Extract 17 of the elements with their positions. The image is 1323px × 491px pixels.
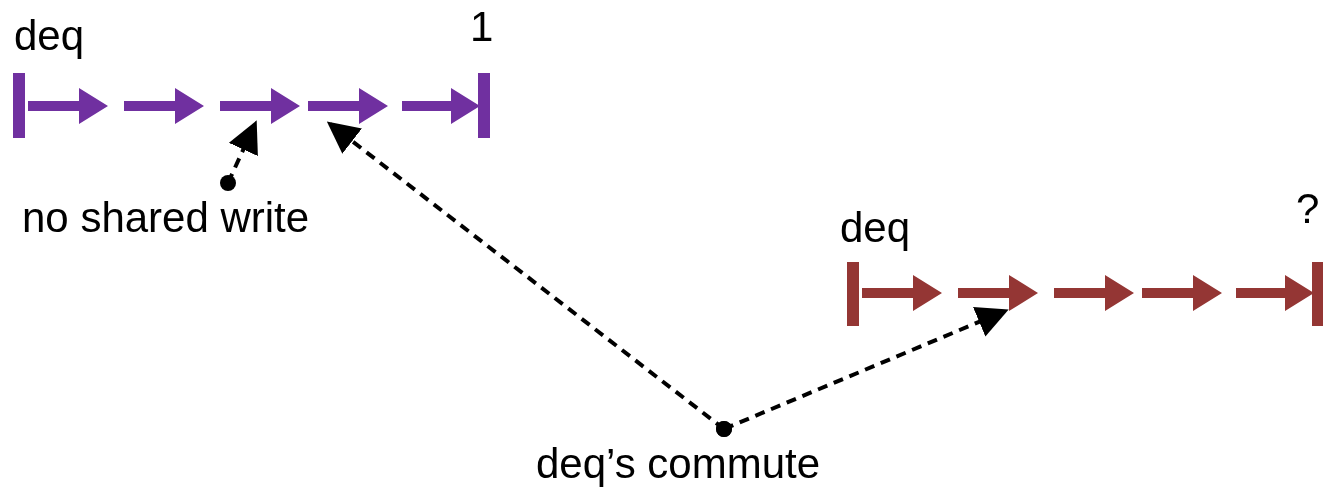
text-label: no shared write (22, 197, 311, 239)
arrow-shape (1054, 275, 1134, 311)
arrow-shape (124, 88, 204, 124)
arrow-shape (308, 88, 388, 124)
text-label: deq (840, 207, 912, 249)
arrow-shape (862, 275, 942, 311)
arrow-shape (220, 88, 300, 124)
arrow-shape (958, 275, 1038, 311)
text-label: deq (14, 15, 86, 57)
leader-arrow (220, 120, 258, 191)
arrow-shape (28, 88, 108, 124)
text-label: 1 (470, 6, 495, 48)
leader-arrow (716, 307, 1009, 437)
arrow-shape (402, 88, 480, 124)
text-label: deq’s commute (536, 442, 822, 485)
arrow-shape (1142, 275, 1222, 311)
text-label: ? (1296, 188, 1321, 230)
